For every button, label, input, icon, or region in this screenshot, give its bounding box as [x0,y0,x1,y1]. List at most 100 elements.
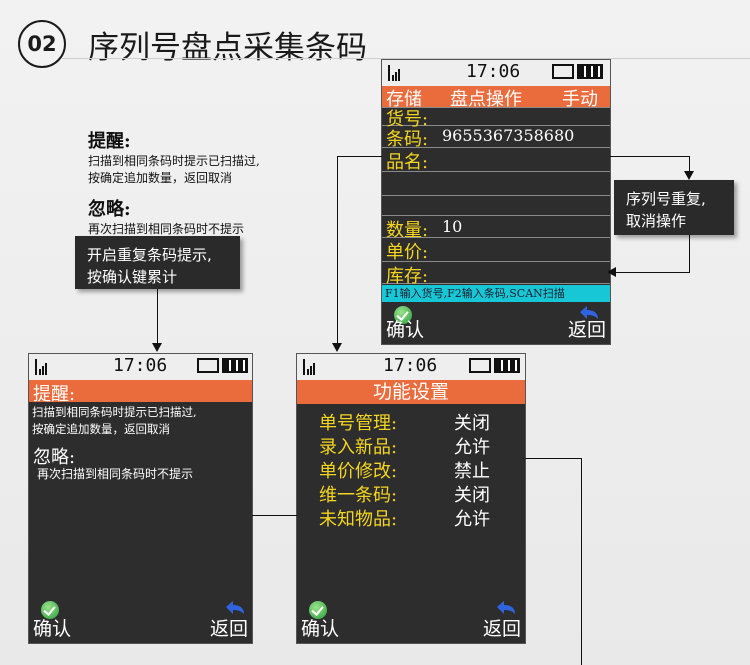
goods-no-label: 货号: [386,109,429,130]
setting-value: 允许 [454,509,490,530]
setting-unknown-item[interactable]: 未知物品: 允许 [319,508,490,532]
menu-manual[interactable]: 手动 [562,89,598,110]
connector-line [689,156,690,172]
goods-no-row[interactable]: 货号: [382,108,610,130]
back-softkey[interactable]: 返回 [482,618,521,640]
signal-icon [388,65,400,81]
setting-label: 未知物品: [319,509,398,530]
note-reminder-heading: 提醒: [88,131,131,152]
tooltip-right-line2: 取消操作 [626,212,687,230]
quantity-label: 数量: [386,220,429,241]
tooltip-right-line1: 序列号重复, [626,190,706,208]
reminder-title-bar: 提醒: [29,380,252,405]
arrow-down-icon [684,171,694,180]
setting-value: 允许 [454,437,490,458]
battery-icon [494,358,520,373]
item-name-row-2 [382,172,610,196]
price-row[interactable]: 单价: [382,238,610,263]
note-reminder-line1: 扫描到相同条码时提示已扫描过, [88,154,260,168]
reminder-body: 扫描到相同条码时提示已扫描过, 按确定追加数量，返回取消 [32,404,197,438]
back-softkey[interactable]: 返回 [209,618,248,640]
connector-line [689,235,690,272]
connector-line [615,272,690,273]
quantity-row[interactable]: 数量: 10 [382,216,610,241]
section-number-badge: 02 [18,20,66,68]
header-divider [62,58,750,59]
status-bar-right: 17:06 [297,354,525,380]
clock: 17:06 [383,355,438,376]
sim-icon [552,64,574,79]
barcode-value: 9655367358680 [442,126,575,145]
price-label: 单价: [386,242,429,263]
settings-title-bar: 功能设置 [297,380,525,404]
arrow-left-icon [607,267,616,277]
setting-value: 禁止 [454,461,490,482]
setting-value: 关闭 [454,413,490,434]
barcode-label: 条码: [386,129,429,150]
page-title: 序列号盘点采集条码 [88,30,367,66]
tooltip-serial-duplicate: 序列号重复, 取消操作 [614,180,734,235]
clock: 17:06 [113,355,168,376]
back-arrow-icon [580,306,598,319]
back-arrow-icon [497,601,515,614]
clock: 17:06 [466,61,521,82]
connector-line [252,515,297,516]
signal-icon [303,359,315,375]
setting-unique-barcode[interactable]: 维一条码: 关闭 [319,484,490,508]
tooltip-left-line2: 按确认键累计 [87,268,178,286]
item-name-label: 品名: [386,152,429,173]
sim-icon [197,358,219,373]
check-icon [41,601,59,619]
setting-new-item[interactable]: 录入新品: 允许 [319,436,490,460]
connector-line [581,458,582,665]
barcode-row[interactable]: 条码: 9655367358680 [382,126,610,150]
status-bar: 17:06 [382,60,610,86]
setting-label: 维一条码: [319,485,398,506]
note-ignore-heading: 忽略: [88,199,131,220]
setting-order-no[interactable]: 单号管理: 关闭 [319,412,490,436]
setting-label: 单价修改: [319,461,398,482]
note-ignore-line: 再次扫描到相同条码时不提示 [88,222,245,236]
confirm-softkey[interactable]: 确认 [33,618,72,640]
item-name-row[interactable]: 品名: [382,148,610,173]
setting-label: 单号管理: [319,413,398,434]
status-bar-left: 17:06 [29,354,252,380]
connector-line [157,289,158,345]
reminder-line1: 扫描到相同条码时提示已扫描过, [32,405,197,419]
battery-icon [577,64,603,79]
check-icon [309,601,327,619]
setting-label: 录入新品: [319,437,398,458]
signal-icon [35,359,47,375]
check-icon [394,306,412,324]
ignore-line: 再次扫描到相同条码时不提示 [37,467,194,481]
menu-inventory-op[interactable]: 盘点操作 [450,89,522,110]
arrow-down-icon [152,343,162,352]
reminder-screen: 17:06 提醒: 扫描到相同条码时提示已扫描过, 按确定追加数量，返回取消 忽… [29,354,252,643]
setting-price-edit[interactable]: 单价修改: 禁止 [319,460,490,484]
menu-store[interactable]: 存储 [386,89,422,110]
ignore-heading: 忽略: [33,447,76,468]
softkey-bar: 确认 返回 [382,304,610,344]
back-softkey[interactable]: 返回 [567,319,606,341]
arrow-down-icon [332,343,342,352]
confirm-softkey[interactable]: 确认 [301,618,340,640]
softkey-bar-left: 确认 返回 [29,599,252,643]
tooltip-duplicate-prompt: 开启重复条码提示, 按确认键累计 [75,236,240,289]
setting-value: 关闭 [454,485,490,506]
key-hint-bar: F1输入货号,F2输入条码,SCAN扫描 [382,285,610,302]
tooltip-left-line1: 开启重复条码提示, [87,246,212,264]
reminder-note: 提醒: 扫描到相同条码时提示已扫描过, 按确定追加数量，返回取消 忽略: 再次扫… [88,127,328,238]
settings-list: 单号管理: 关闭 录入新品: 允许 单价修改: 禁止 维一条码: 关闭 未知物品: 允许 [319,412,490,532]
stock-row[interactable]: 库存: [382,262,610,287]
quantity-value: 10 [442,217,463,236]
note-reminder-line2: 按确定追加数量，返回取消 [88,171,233,185]
softkey-bar-right: 确认 返回 [297,599,525,643]
connector-line [337,156,338,345]
sim-icon [469,358,491,373]
connector-line [610,156,690,157]
connector-line [337,156,382,157]
connector-line [525,458,582,459]
confirm-softkey[interactable]: 确认 [386,319,425,341]
back-arrow-icon [226,601,244,614]
item-name-row-3 [382,196,610,216]
